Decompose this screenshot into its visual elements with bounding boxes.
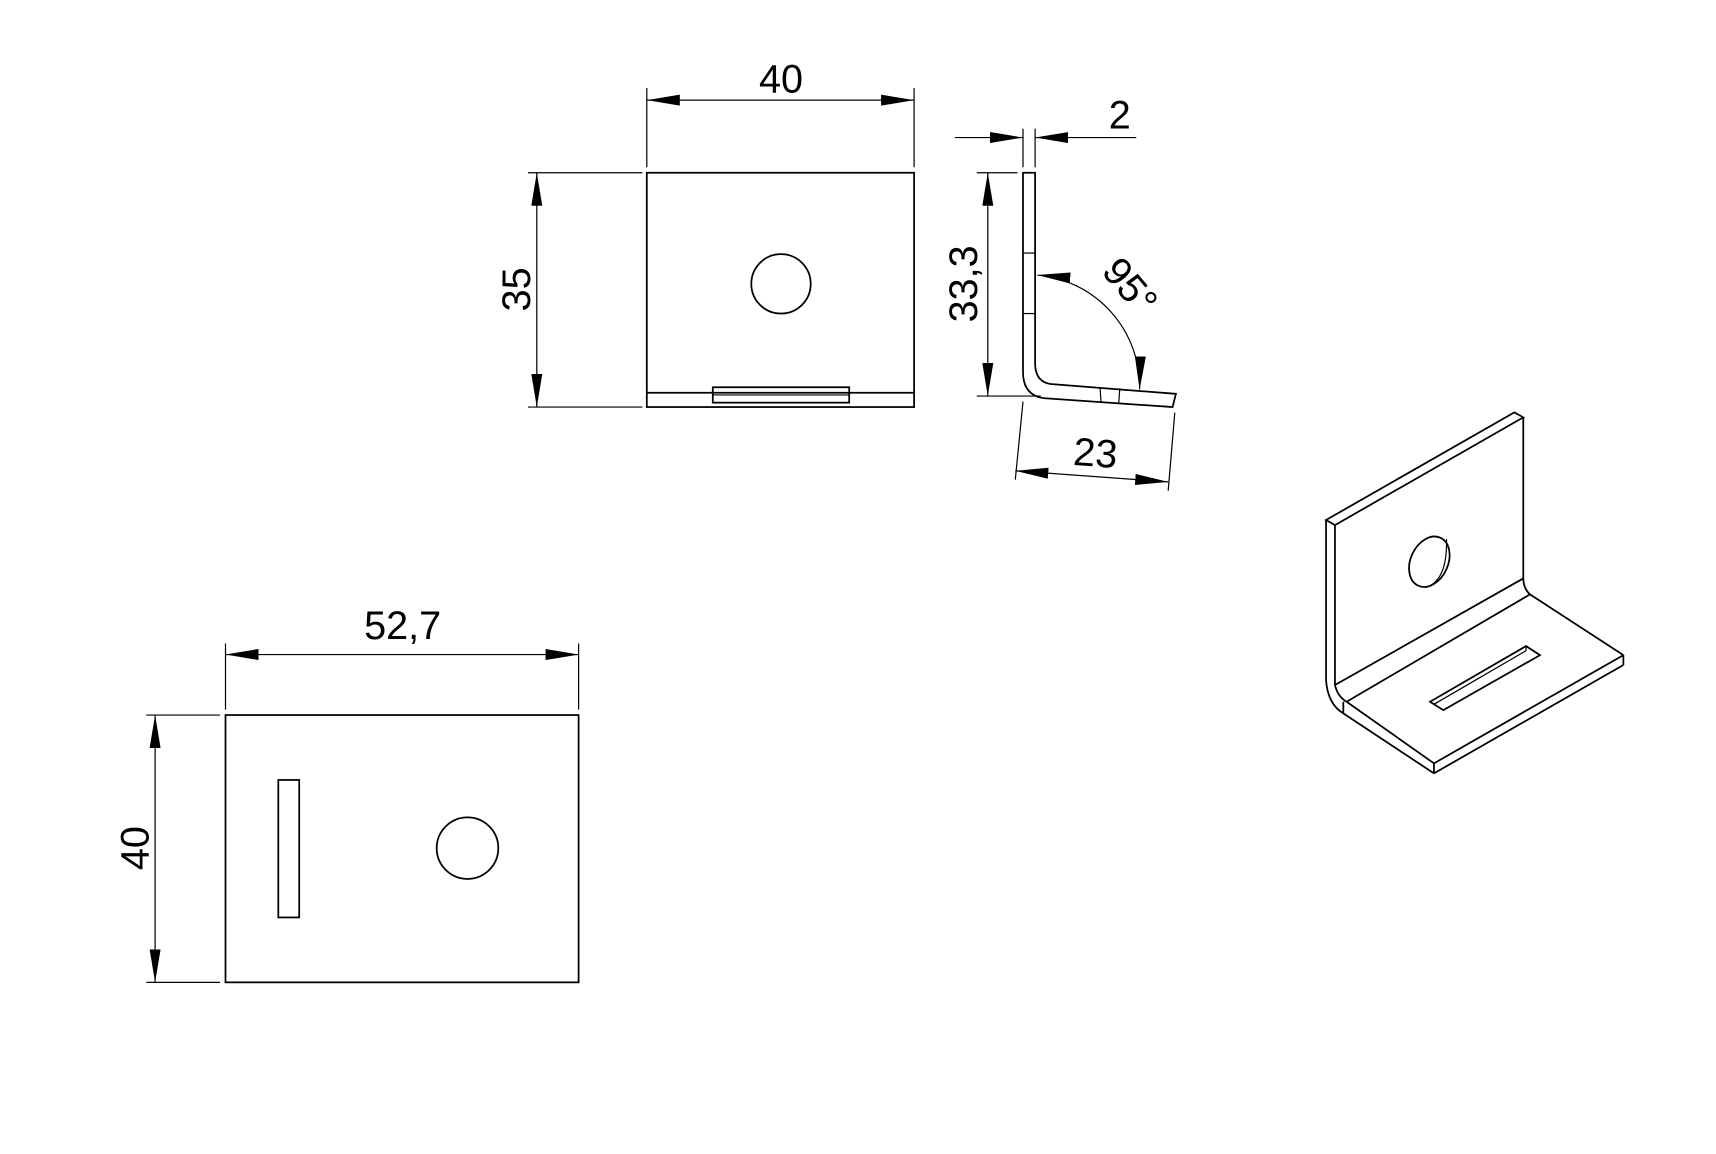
dimension-thickness-2: 2: [954, 94, 1137, 168]
side-view: 2 33,3 95° 23: [942, 94, 1178, 491]
isometric-view: [1324, 411, 1625, 775]
flat-pattern-view: 52,7 40: [114, 604, 580, 984]
side-profile: [1022, 171, 1178, 408]
dimension-leg-23: 23: [1014, 401, 1176, 491]
dimension-text: 2: [1109, 94, 1131, 138]
dimension-text: 35: [495, 267, 539, 311]
dimension-text: 33,3: [942, 245, 986, 322]
mounting-hole: [750, 253, 812, 315]
dimension-text: 40: [114, 826, 158, 870]
flat-outline: [224, 714, 580, 984]
dimension-height-33-3: 33,3: [942, 172, 1041, 397]
front-plate-outline: [645, 171, 915, 408]
iso-slot: [1428, 645, 1542, 712]
dimension-text: 23: [1072, 430, 1119, 477]
dimension-text: 52,7: [364, 604, 441, 648]
slot-outline: [277, 779, 301, 919]
dimension-text: 40: [759, 57, 803, 101]
front-view: 40 35: [495, 57, 915, 408]
dimension-angle-95: 95°: [1037, 249, 1166, 390]
dimension-width-52-7: 52,7: [224, 604, 580, 710]
dimension-width-40: 40: [646, 57, 915, 168]
iso-mounting-hole: [1408, 535, 1451, 588]
mounting-hole: [435, 816, 500, 880]
dimension-height-40: 40: [114, 714, 221, 983]
dimension-height-35: 35: [495, 172, 643, 408]
dimension-text: 95°: [1094, 249, 1166, 323]
